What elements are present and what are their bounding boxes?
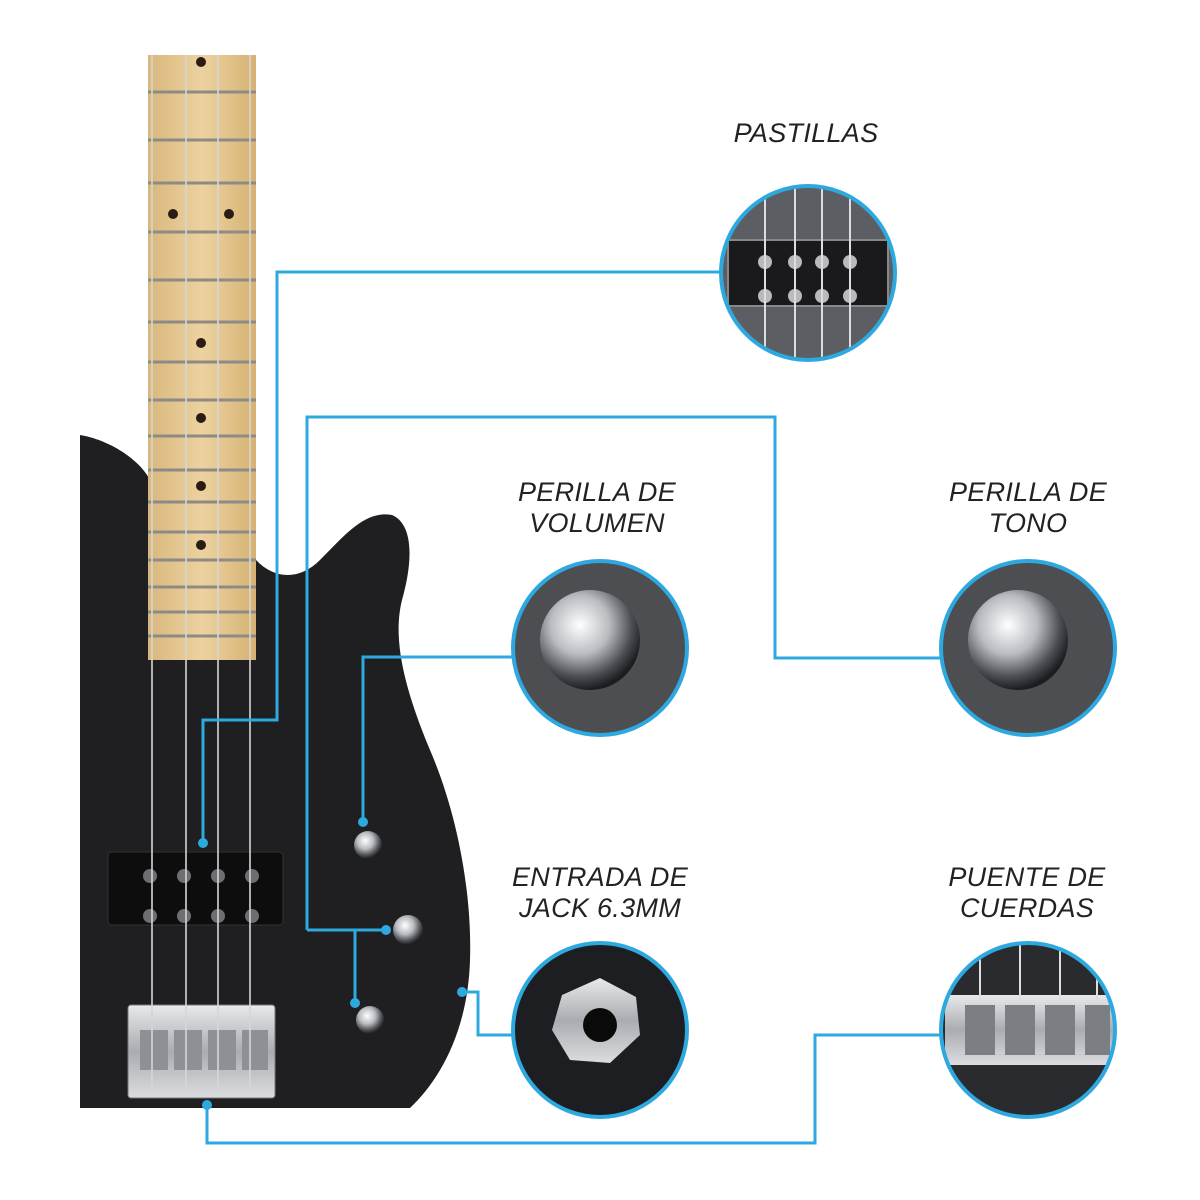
pickups-detail — [722, 187, 894, 359]
bridge-detail — [942, 944, 1114, 1116]
label-jack-input: ENTRADA DE JACK 6.3MM — [470, 862, 730, 924]
volume-knob — [354, 831, 382, 859]
callout-dots — [198, 817, 467, 1110]
tone-knob — [393, 915, 423, 945]
bridge — [127, 1004, 276, 1099]
label-jack-line1: ENTRADA DE — [511, 862, 689, 892]
label-bridge: PUENTE DE CUERDAS — [897, 862, 1157, 924]
tone-knob-detail — [942, 562, 1114, 734]
label-bridge-line1: PUENTE DE — [948, 862, 1106, 892]
label-pickups: PASTILLAS — [676, 118, 936, 149]
jack-detail — [514, 944, 686, 1116]
label-tone-knob: PERILLA DE TONO — [898, 477, 1158, 539]
label-volume-knob: PERILLA DE VOLUMEN — [467, 477, 727, 539]
label-jack-line2: JACK 6.3MM — [518, 893, 682, 923]
volume-knob-detail — [514, 562, 686, 734]
label-bridge-line2: CUERDAS — [959, 893, 1095, 923]
fretboard — [148, 55, 256, 660]
knobs — [354, 831, 423, 1034]
jack-knob — [356, 1006, 384, 1034]
strings — [151, 55, 251, 1095]
label-volume-line2: VOLUMEN — [529, 508, 665, 538]
pickup — [107, 851, 284, 926]
label-pickups-line1: PASTILLAS — [733, 118, 879, 148]
label-tone-line1: PERILLA DE — [948, 477, 1108, 507]
label-volume-line1: PERILLA DE — [517, 477, 677, 507]
callout-lines — [201, 270, 940, 1145]
label-tone-line2: TONO — [988, 508, 1068, 538]
